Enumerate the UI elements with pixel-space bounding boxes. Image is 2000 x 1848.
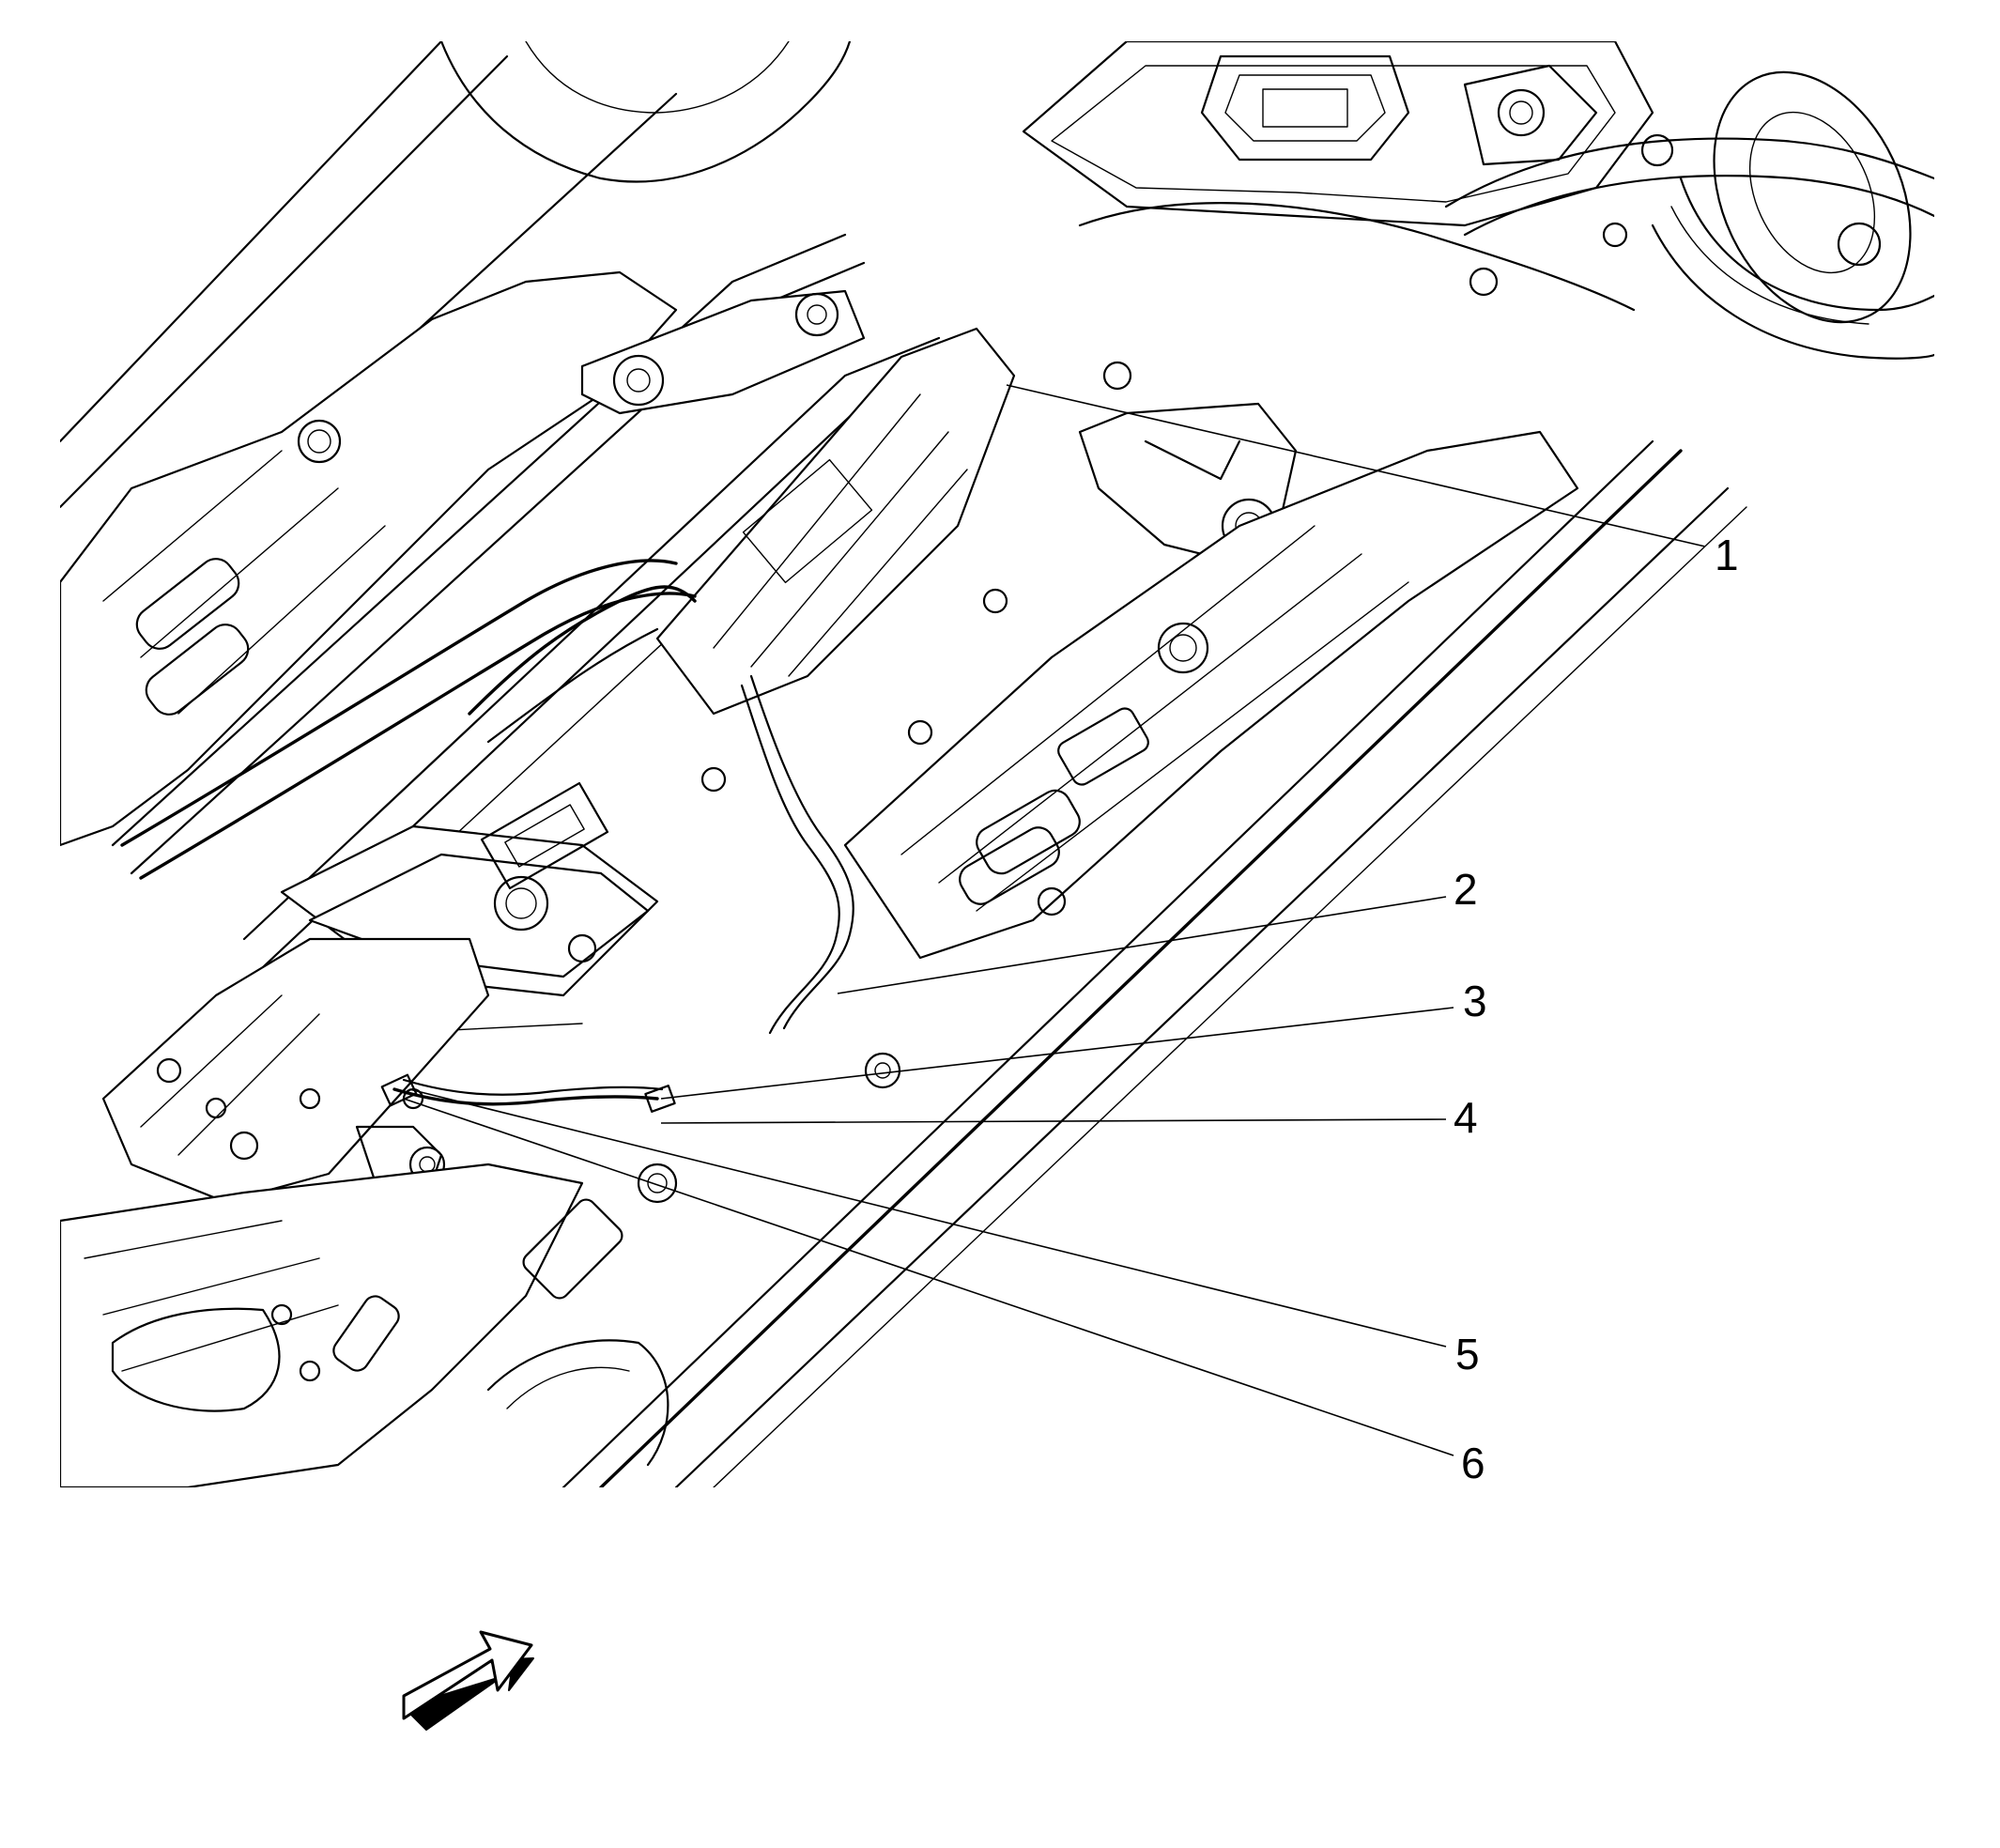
leader-line-5: [408, 1088, 1447, 1348]
callout-6: 6: [1461, 1439, 1485, 1487]
leader-line-3: [660, 1007, 1454, 1100]
callout-2: 2: [1454, 865, 1478, 914]
callout-4: 4: [1454, 1093, 1478, 1142]
leader-line-1: [1006, 384, 1706, 547]
vehicle-front-arrow-icon: [402, 1630, 534, 1731]
callout-5: 5: [1455, 1330, 1480, 1378]
callout-3: 3: [1463, 977, 1487, 1025]
callout-labels: 1 2 3 4 5 6: [1454, 531, 1739, 1487]
callout-leader-lines: [403, 384, 1706, 1456]
leader-line-4: [660, 1118, 1447, 1124]
callout-1: 1: [1715, 531, 1739, 579]
underbody-line-art: [60, 41, 1934, 1487]
leader-line-6: [403, 1098, 1454, 1456]
leader-line-2: [837, 896, 1447, 994]
